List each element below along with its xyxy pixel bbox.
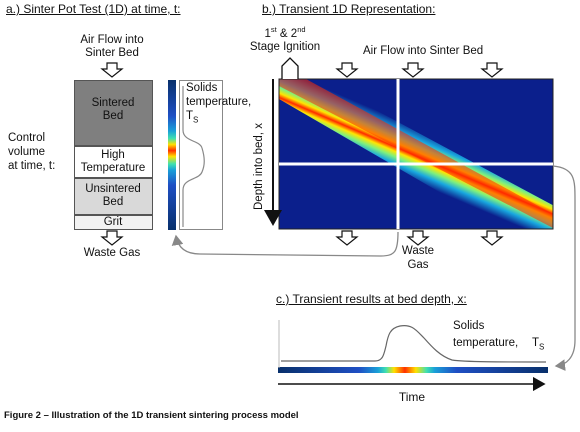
down-arrow-icon bbox=[480, 62, 504, 78]
down-arrow-icon bbox=[100, 230, 124, 246]
section-c-title: c.) Transient results at bed depth, x: bbox=[276, 292, 467, 306]
time-label: Time bbox=[398, 390, 426, 404]
down-arrow-icon bbox=[406, 230, 430, 246]
section-b-title: b.) Transient 1D Representation: bbox=[262, 2, 436, 16]
unsintered-bed-b-1: Unsintered bbox=[302, 182, 358, 194]
figure-caption: Figure 2 – Illustration of the 1D transi… bbox=[4, 410, 299, 421]
sintered-bed-b-2: Bed bbox=[461, 115, 483, 127]
sintered-bed-b-1: Sintered bbox=[450, 101, 494, 113]
ignition-hood-icon bbox=[281, 57, 299, 79]
sintered-bed-label-2: Bed bbox=[102, 110, 124, 122]
control-volume-label-2: volume bbox=[8, 146, 46, 158]
unsintered-bed-layer bbox=[74, 178, 153, 215]
solids-temp-label-a-2: temperature, bbox=[186, 96, 252, 108]
solids-temp-label-c-1: Solids bbox=[453, 320, 485, 332]
unsintered-bed-label-1: Unsintered bbox=[85, 183, 141, 195]
depth-into-bed-label: Depth into bed, x bbox=[253, 123, 265, 210]
unsintered-bed-b-2: Bed bbox=[319, 196, 341, 208]
air-flow-label-b: Air Flow into Sinter Bed bbox=[363, 45, 484, 57]
down-arrow-icon bbox=[100, 62, 124, 78]
air-flow-label-a-2: Sinter Bed bbox=[85, 47, 139, 59]
solids-temp-label-c-2: temperature, bbox=[453, 337, 519, 349]
control-volume-label-1: Control bbox=[8, 132, 46, 144]
high-temperature-label-1: High bbox=[101, 149, 125, 161]
down-arrow-icon bbox=[480, 230, 504, 246]
section-a-title: a.) Sinter Pot Test (1D) at time, t: bbox=[6, 2, 181, 16]
high-temperature-label-2: Temperature bbox=[80, 162, 146, 174]
waste-gas-label-a: Waste Gas bbox=[83, 247, 141, 259]
solids-temp-label-a-1: Solids bbox=[186, 82, 218, 94]
sintered-bed-label-1: Sintered bbox=[91, 97, 135, 109]
waste-gas-b-2: Gas bbox=[407, 259, 429, 271]
waste-gas-b-1: Waste bbox=[401, 245, 435, 257]
air-flow-label-a-1: Air Flow into bbox=[80, 34, 144, 46]
down-arrow-icon bbox=[401, 62, 425, 78]
stage-ignition-line2: Stage Ignition bbox=[249, 41, 321, 53]
vertical-temperature-color-bar bbox=[168, 80, 176, 230]
horizontal-temperature-color-bar bbox=[278, 367, 548, 373]
control-volume-label-3: at time, t: bbox=[8, 160, 56, 172]
ts-label-c: TS bbox=[532, 337, 545, 352]
grit-label: Grit bbox=[103, 216, 123, 228]
grit-layer bbox=[74, 215, 153, 230]
down-arrow-icon bbox=[335, 230, 359, 246]
sintered-bed-layer bbox=[74, 80, 153, 146]
high-temperature-layer bbox=[74, 146, 153, 178]
ts-label-a: TS bbox=[186, 110, 199, 125]
unsintered-bed-label-2: Bed bbox=[102, 196, 124, 208]
stage-ignition-line1: 1st & 2nd bbox=[264, 25, 306, 40]
down-arrow-icon bbox=[335, 62, 359, 78]
